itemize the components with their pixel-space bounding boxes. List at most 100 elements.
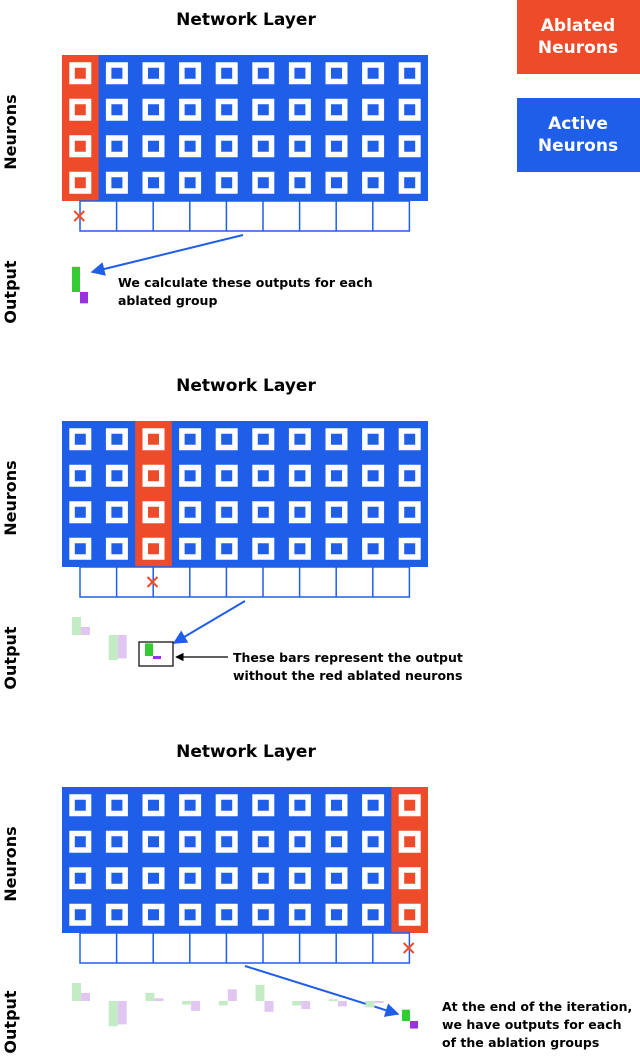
active-neuron [148,909,159,921]
active-neuron [184,543,196,555]
active-neuron [294,799,306,811]
faded-green-bar [108,1001,118,1027]
current-purple-bar [410,1021,418,1029]
panel-1-neurons-label: Neurons [1,94,20,169]
active-neuron [367,543,379,555]
active-neuron [221,836,233,848]
panel-2-output-label: Output [1,626,20,689]
ablated-neuron [404,909,416,921]
panel-2: Network Layer Neurons Output These bars … [1,376,463,690]
faded-purple-bar [81,626,90,635]
active-neuron [257,177,269,189]
ablation-x-mark [146,576,159,588]
faded-purple-bar [264,1001,274,1012]
active-neuron [257,799,269,811]
faded-purple-bar [191,1001,201,1011]
active-neuron [257,433,269,445]
panel-1-output-label: Output [1,260,20,323]
legend-active-label-2: Neurons [538,136,618,156]
active-neuron [184,506,196,518]
active-neuron [111,872,123,884]
active-neuron [294,104,306,116]
panel-1-neuron-grid [62,55,428,201]
active-neuron [74,470,86,482]
active-neuron [74,909,86,921]
panel-2-title: Network Layer [176,376,316,396]
ablated-neuron [74,140,86,152]
active-neuron [331,67,342,79]
legend-active-swatch [517,98,640,172]
active-neuron [331,140,342,152]
active-neuron [331,104,342,116]
panel-3-output-cells [79,932,415,1017]
active-neuron [294,433,306,445]
panel-3-output-label: Output [1,990,20,1053]
active-neuron [294,543,306,555]
active-neuron [294,140,306,152]
panel-3: Network Layer Neurons Output At the end … [1,742,632,1054]
active-neuron [404,543,416,555]
active-neuron [148,872,159,884]
panel-1-title: Network Layer [176,10,316,30]
output-arrow [172,600,246,644]
active-neuron [111,470,123,482]
faded-purple-bar [154,998,164,1001]
active-neuron [74,836,86,848]
active-neuron [367,799,379,811]
active-neuron [221,506,233,518]
panel-2-neuron-grid [62,421,428,567]
active-neuron [148,177,159,189]
ablated-neuron [74,67,86,79]
active-neuron [294,909,306,921]
faded-green-bar [328,999,338,1002]
active-neuron [404,140,416,152]
active-neuron [367,909,379,921]
active-neuron [294,836,306,848]
active-neuron [257,104,269,116]
active-neuron [221,67,233,79]
active-neuron [404,67,416,79]
active-neuron [257,543,269,555]
active-neuron [294,470,306,482]
active-neuron [148,140,159,152]
active-neuron [184,177,196,189]
active-neuron [74,543,86,555]
current-green-bar [402,1009,410,1021]
ablated-neuron [148,506,159,518]
faded-purple-bar [117,635,127,659]
legend-ablated-swatch [517,0,640,74]
active-neuron [331,433,342,445]
active-neuron [221,104,233,116]
active-neuron [111,104,123,116]
panel-1-output-cells [73,200,411,276]
active-neuron [184,872,196,884]
active-neuron [331,470,342,482]
panel-3-title: Network Layer [176,742,316,762]
active-neuron [184,433,196,445]
output-cells-outline [79,566,411,598]
active-neuron [404,470,416,482]
panel-3-annotation-line-2: we have outputs for each [442,1017,622,1032]
active-neuron [331,506,342,518]
panel-3-neurons-label: Neurons [1,826,20,901]
active-neuron [294,177,306,189]
panel-2-annotation-line-1: These bars represent the output [233,650,463,665]
active-neuron [74,433,86,445]
active-neuron [367,506,379,518]
legend-active-label-1: Active [548,114,608,134]
active-neuron [184,909,196,921]
panel-3-neuron-grid [62,787,428,933]
active-neuron [111,433,123,445]
current-purple-bar [153,656,161,660]
active-neuron [221,543,233,555]
active-neuron [74,506,86,518]
active-neuron [367,104,379,116]
faded-green-bar [72,617,81,635]
current-green-bar [72,266,80,292]
active-neuron [404,433,416,445]
panel-2-output-cells [79,566,411,644]
active-neuron [184,470,196,482]
panel-1: Network Layer Neurons Output We calculat… [1,10,428,324]
active-neuron [367,836,379,848]
active-neuron [221,470,233,482]
